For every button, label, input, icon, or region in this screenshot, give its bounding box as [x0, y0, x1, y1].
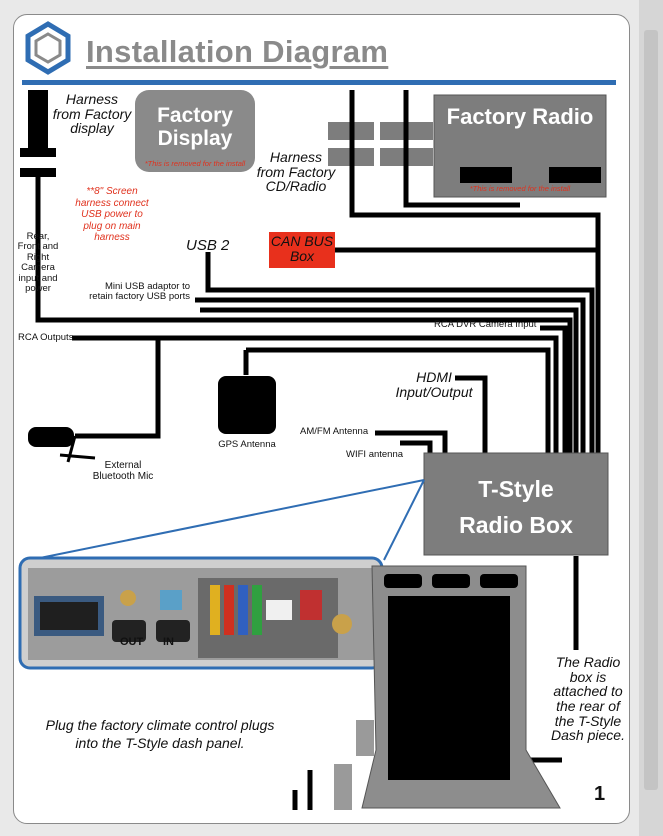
factory-display-line2: Display [157, 127, 233, 151]
tstyle-line2: Radio Box [459, 511, 573, 538]
factory-display-title: Factory Display [135, 104, 255, 150]
harness-cd-connector [328, 122, 433, 140]
usb2-label: USB 2 [186, 237, 230, 254]
harness-display-label: Harness from Factory display [50, 92, 134, 136]
attached-note-line3: attached to [553, 683, 623, 700]
camera-line6: power [25, 283, 51, 295]
screen-harness-note: **8" Screen harness connect USB power to… [74, 186, 150, 244]
factory-display-note: *This is removed for the install [144, 159, 246, 168]
scrollbar-thumb[interactable] [644, 30, 658, 790]
header-rule [22, 80, 616, 85]
brand-logo-icon [25, 21, 71, 75]
tstyle-radio-box [423, 452, 609, 556]
factory-radio-note: *This is removed for the install [469, 184, 571, 193]
tstyle-dash-piece [334, 565, 561, 810]
hdmi-line1: HDMI [416, 369, 452, 385]
tstyle-title: T-Style Radio Box [424, 472, 608, 543]
screen-note-line2: harness connect [75, 197, 149, 209]
factory-display-box [135, 90, 255, 172]
canbus-box [269, 232, 335, 268]
harness-display-line3: display [70, 120, 114, 137]
factory-radio-title: Factory Radio [446, 104, 594, 129]
bt-mic-line2: Bluetooth Mic [92, 471, 154, 482]
hdmi-label: HDMI Input/Output [384, 369, 484, 401]
mini-usb-line1: Mini USB adaptor to [104, 281, 190, 292]
connector-photo [18, 556, 384, 670]
canbus-line2: Box [289, 247, 315, 264]
harness-display-connector [28, 90, 48, 126]
canbus-line1: CAN BUS [270, 233, 334, 249]
hdmi-line2: Input/Output [395, 384, 473, 401]
factory-display-line1: Factory [157, 104, 233, 127]
climate-note-line1: Plug the factory climate control plugs [45, 717, 275, 733]
attached-note-line5: the T-Style [554, 712, 622, 729]
climate-note-line2: into the T-Style dash panel. [75, 735, 245, 752]
harness-cd-label: Harness from Factory CD/Radio [250, 150, 342, 194]
wire-harness [35, 90, 601, 810]
amfm-label: AM/FM Antenna [300, 426, 369, 437]
harness-display-line1: Harness [65, 91, 119, 107]
radio-attached-note: The Radio box is attached to the rear of… [540, 655, 636, 743]
tstyle-line1: T-Style [478, 476, 554, 502]
canbus-label: CAN BUS Box [269, 234, 335, 263]
camera-line3: Right [26, 251, 50, 263]
screen-note-line3: USB power to [81, 209, 143, 220]
harness-cd-line2: from Factory [256, 163, 336, 180]
harness-cd-line3: CD/Radio [265, 178, 327, 195]
attached-note-line2: box is [569, 668, 607, 685]
photo-label-out: OUT [120, 636, 144, 648]
wifi-label: WIFI antenna [346, 449, 404, 460]
page-number: 1 [594, 783, 606, 805]
photo-label-in: IN [163, 636, 174, 648]
harness-display-line2: from Factory [52, 105, 132, 122]
bt-mic-line1: External [104, 460, 142, 471]
page-title: Installation Diagram [86, 34, 389, 69]
radio-slot-right [549, 167, 601, 183]
mini-usb-line2: retain factory USB ports [89, 290, 190, 302]
camera-line1: Rear, [26, 231, 50, 242]
radio-slot-left [460, 167, 512, 183]
rca-outputs-label: RCA Outputs [18, 332, 74, 343]
bluetooth-mic-label: External Bluetooth Mic [84, 460, 162, 482]
screen-note-line1: **8" Screen [86, 186, 138, 197]
mini-usb-label: Mini USB adaptor to retain factory USB p… [60, 282, 190, 302]
camera-line2: Front and [17, 241, 59, 253]
bluetooth-mic-icon [28, 427, 74, 447]
screen-note-line4: plug on main [83, 220, 141, 232]
attached-note-line6: Dash piece. [551, 727, 625, 744]
rca-dvr-label: RCA DVR Camera Input [434, 319, 537, 330]
camera-line5: input and [18, 272, 58, 284]
attached-note-line1: The Radio [555, 654, 621, 670]
attached-note-line4: the rear of [556, 698, 620, 715]
camera-label: Rear, Front and Right Camera input and p… [12, 231, 64, 295]
screen-note-line5: harness [94, 232, 130, 243]
harness-cd-line1: Harness [269, 149, 323, 165]
gps-label: GPS Antenna [218, 439, 276, 450]
camera-line4: Camera [21, 262, 55, 274]
climate-control-note: Plug the factory climate control plugs i… [28, 716, 292, 752]
gps-antenna-icon [218, 376, 276, 434]
